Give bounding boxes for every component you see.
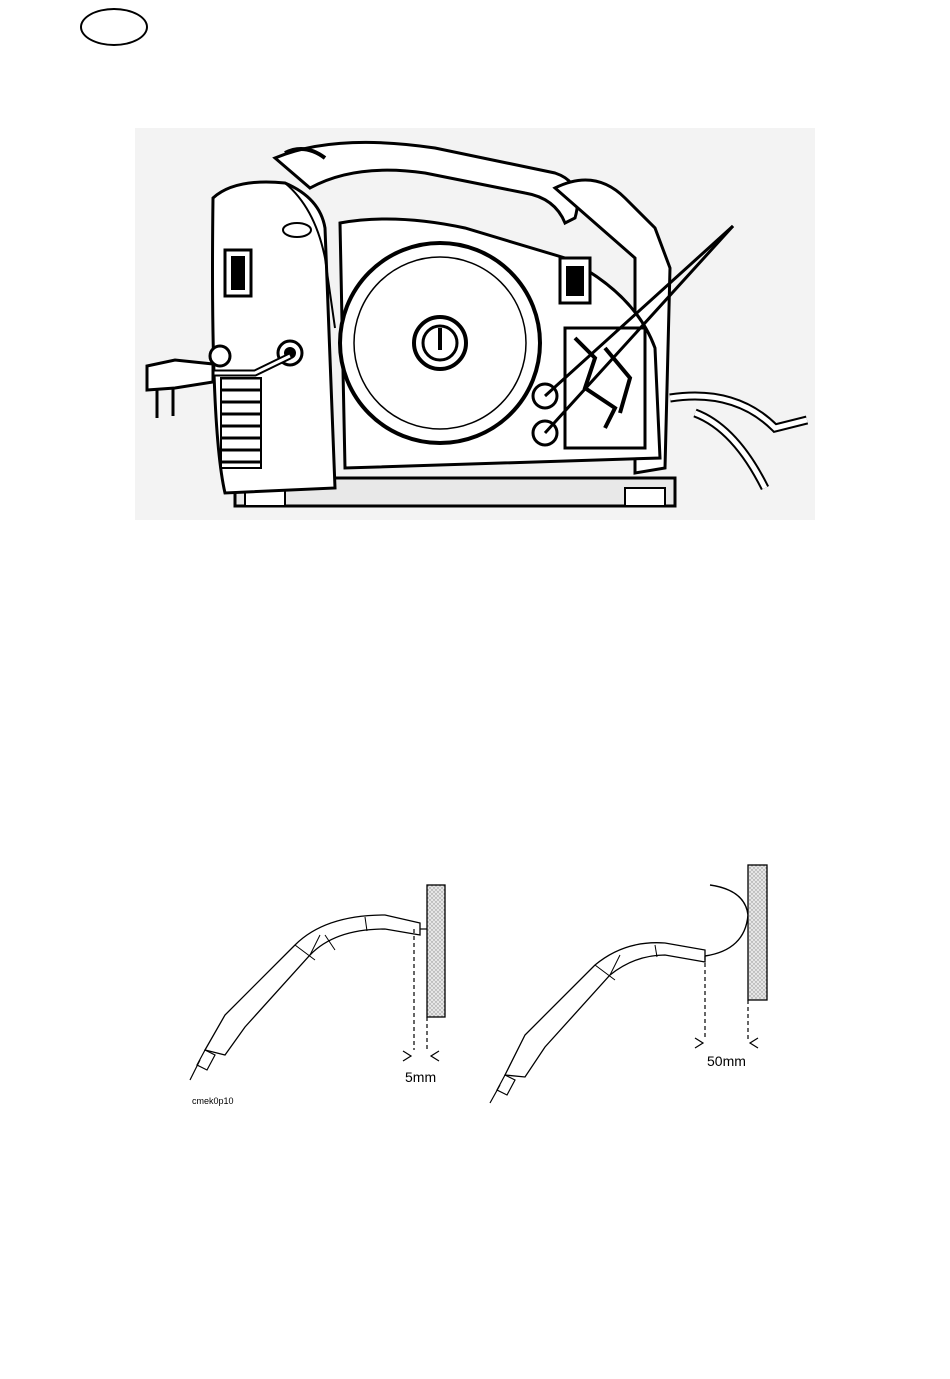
workpiece-right (748, 865, 767, 1000)
workpiece-left (427, 885, 445, 1017)
wire-tip-right (705, 885, 748, 956)
vent-grille (221, 378, 261, 468)
dimension-label-left: 5mm (405, 1070, 436, 1084)
language-badge (80, 8, 148, 46)
wire-feeder (565, 328, 645, 448)
torch-right (490, 885, 748, 1103)
torch-left (190, 915, 427, 1080)
welder-illustration (135, 128, 815, 520)
torch-distance-figure: 5mm 50mm cmek0p10 (185, 855, 785, 1105)
dimension-label-right: 50mm (707, 1054, 746, 1068)
figure-code: cmek0p10 (192, 1096, 234, 1106)
